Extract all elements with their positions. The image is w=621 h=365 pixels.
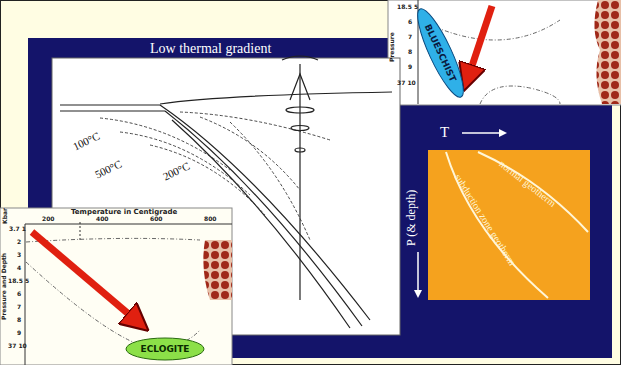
axis-title: Pressure bbox=[389, 32, 396, 62]
axis-number: 6 bbox=[408, 19, 412, 26]
axis-letter: T bbox=[440, 124, 449, 141]
axis-number: 4 bbox=[17, 265, 21, 272]
axis-number: 9 bbox=[17, 330, 21, 337]
node-label: ECLOGITE bbox=[141, 344, 190, 354]
panel-title: Low thermal gradient bbox=[150, 41, 271, 56]
axis-number: 9 bbox=[408, 64, 412, 71]
axis-number: 3.7 1 bbox=[9, 226, 26, 233]
axis-number: 8 bbox=[408, 49, 412, 56]
axis-number: 18.5 5 bbox=[8, 278, 29, 285]
axis-number: 3 bbox=[17, 252, 21, 259]
axis-number: 37 10 bbox=[397, 80, 416, 87]
axis-unit: Kbar bbox=[2, 208, 9, 224]
axis-title: Pressure and Depth bbox=[1, 253, 8, 320]
axis-number: 7 bbox=[408, 34, 412, 41]
axis-number: 800 bbox=[204, 216, 217, 223]
axis-title: P (& depth) bbox=[405, 190, 418, 246]
axis-number: 6 bbox=[17, 291, 21, 298]
axis-number: 18.5 5 bbox=[397, 4, 418, 11]
axis-number: 8 bbox=[17, 317, 21, 324]
rock-field-ellipse: ECLOGITE bbox=[125, 337, 205, 361]
axis-number: 37 10 bbox=[8, 343, 27, 350]
axis-number: 7 bbox=[17, 304, 21, 311]
axis-number: 400 bbox=[96, 216, 109, 223]
axis-number: 2 bbox=[17, 239, 21, 246]
axis-number: 200 bbox=[42, 216, 55, 223]
axis-number: 600 bbox=[150, 216, 163, 223]
